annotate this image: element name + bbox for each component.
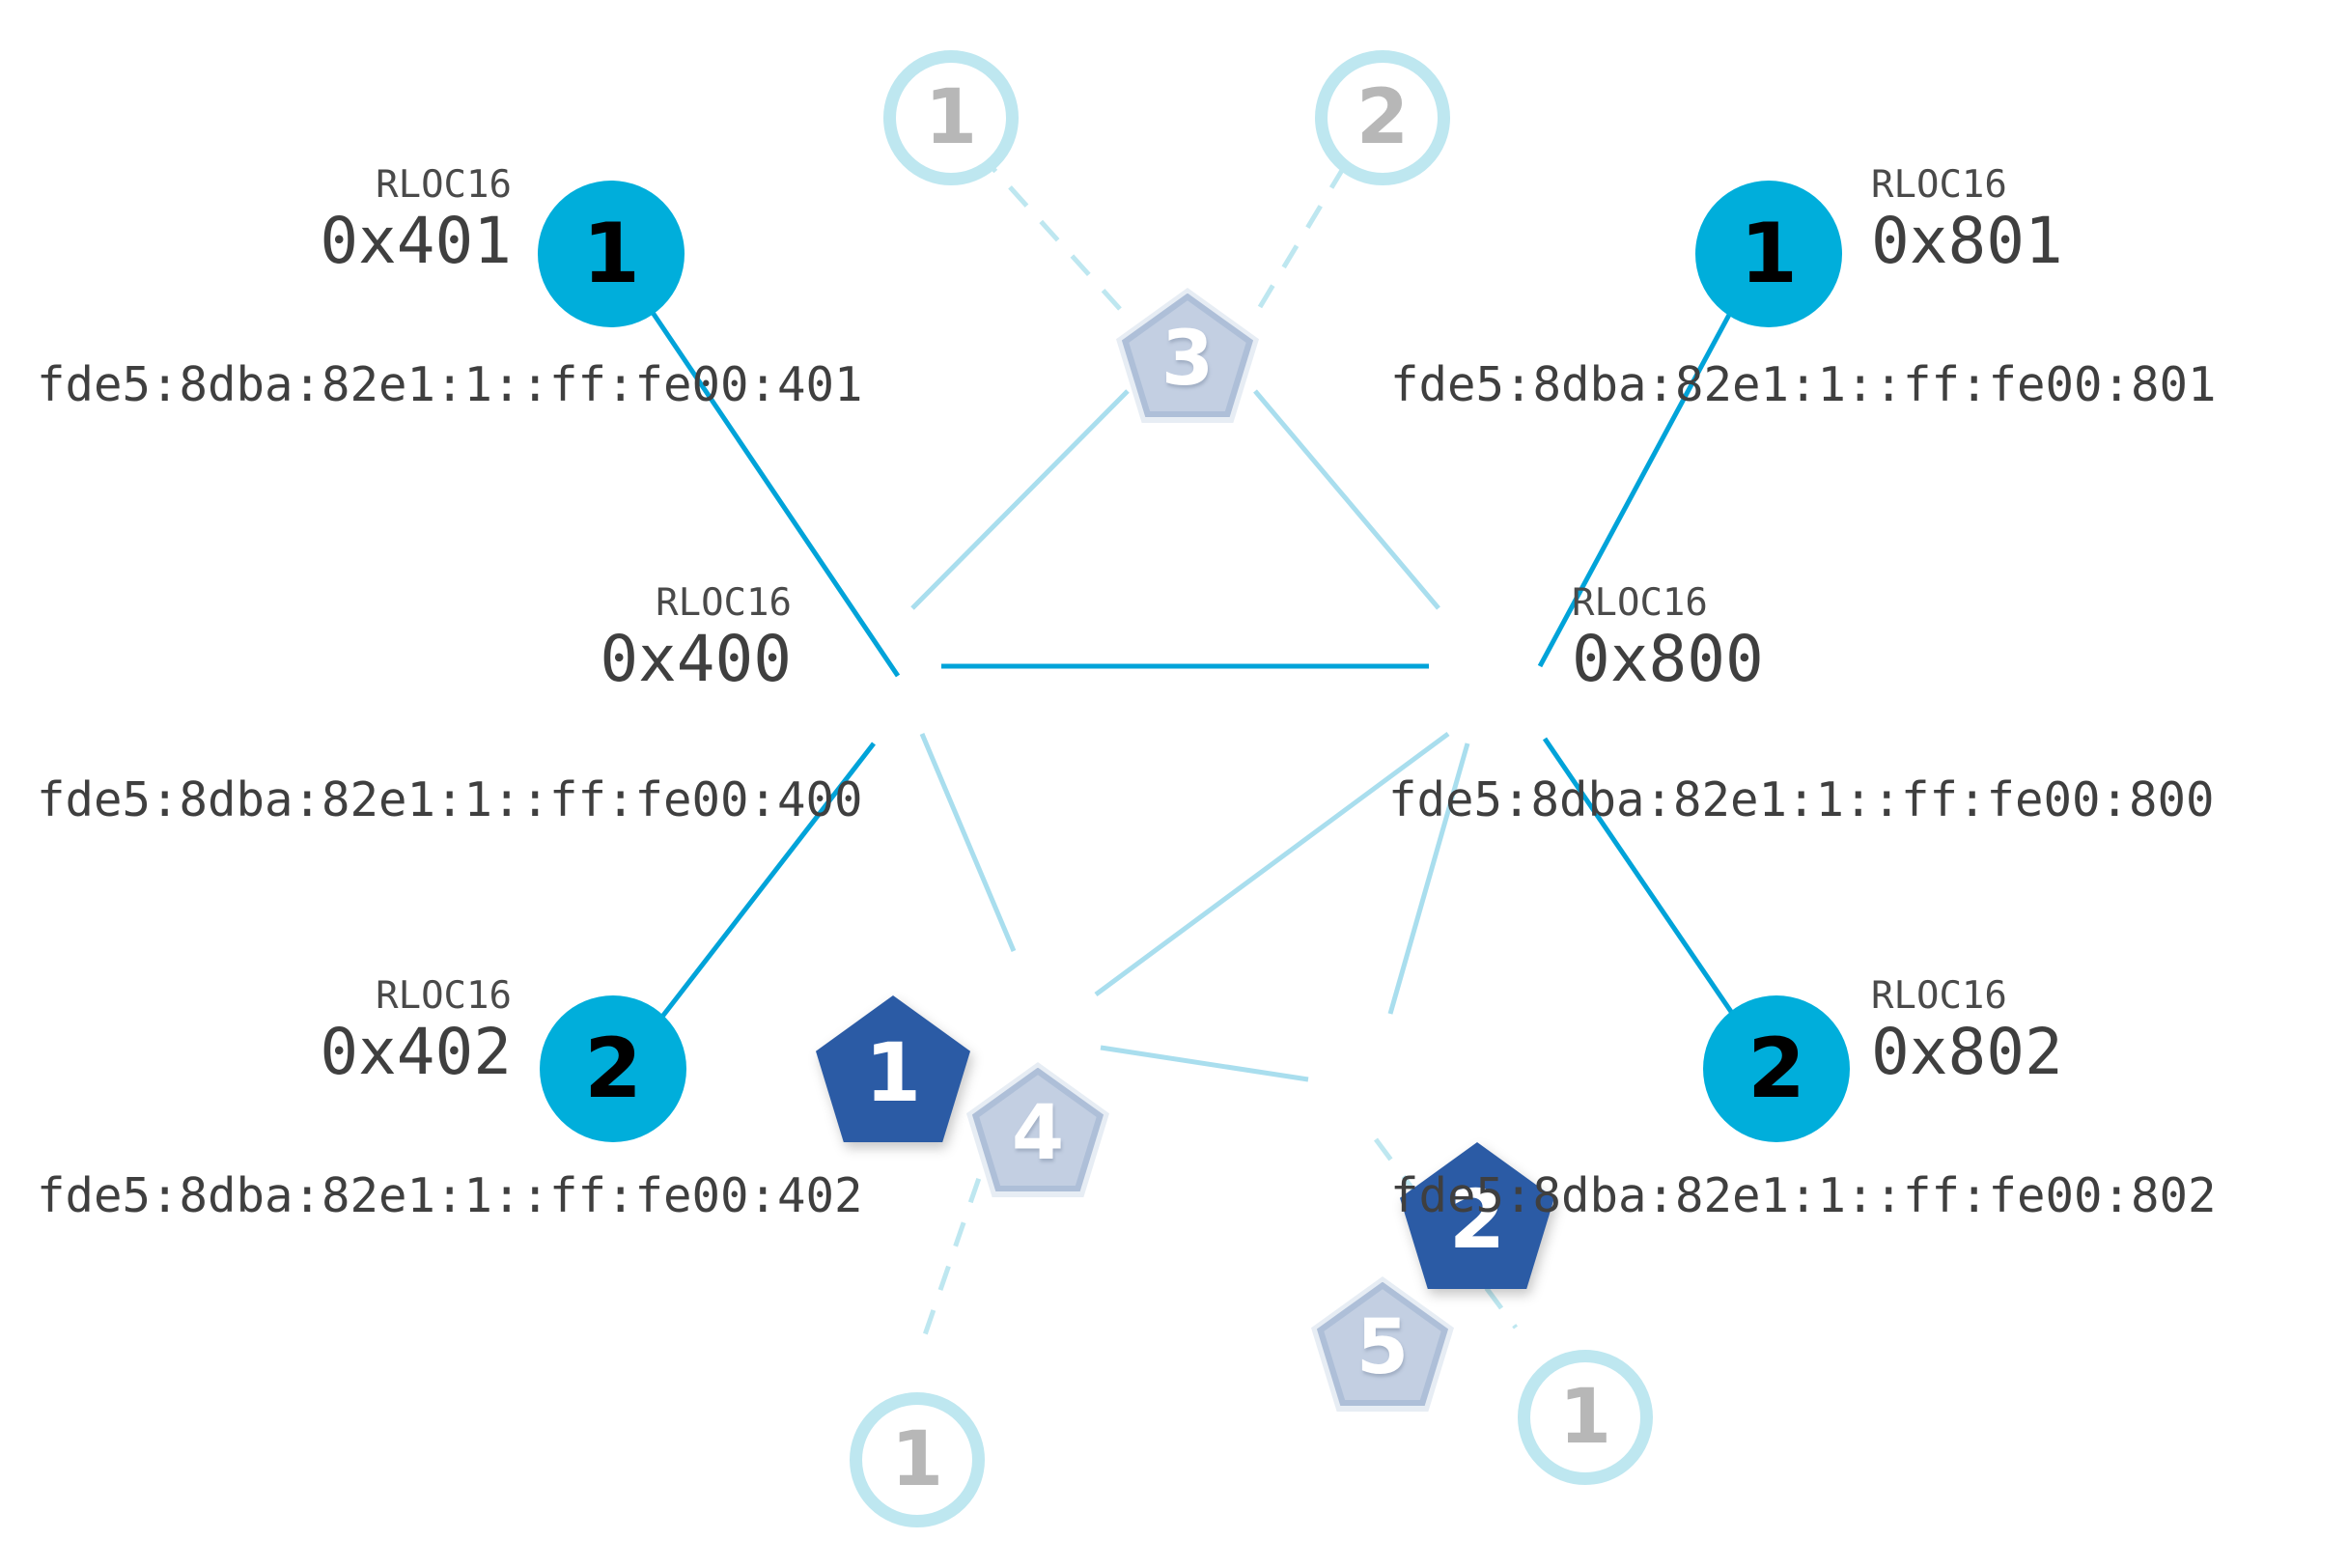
- link-router400-pent4: [919, 733, 1017, 952]
- label-child-0x801: RLOC16 0x801: [1871, 163, 2161, 278]
- link-router400-child402: [640, 742, 876, 1045]
- label-child-0x402: RLOC16 0x402: [256, 974, 512, 1089]
- other-router-number: 5: [1356, 1304, 1410, 1391]
- other-router-pentagon-4[interactable]: 4: [966, 1062, 1109, 1197]
- other-router-pentagon-5[interactable]: 5: [1311, 1276, 1454, 1412]
- ghost-child-number: 1: [890, 1416, 944, 1503]
- link-router400-child401: [634, 288, 901, 678]
- router-node-0x800[interactable]: 2: [1400, 1142, 1554, 1289]
- child-number: 2: [1747, 1021, 1805, 1117]
- label-child-0x802: RLOC16 0x802: [1871, 974, 2161, 1089]
- link-pent4-pent5: [1100, 1045, 1309, 1082]
- link-router800-pent5: [1387, 742, 1470, 1015]
- rloc16-key: RLOC16: [1871, 974, 2007, 1018]
- other-router-number: 4: [1011, 1090, 1065, 1177]
- link-pent3-ghost-top-right: [1257, 160, 1350, 309]
- child-number: 1: [582, 206, 640, 302]
- ghost-child-top-right[interactable]: 2: [1315, 50, 1450, 185]
- rloc16-value: 0x401: [320, 203, 512, 278]
- label-router-0x800: RLOC16 0x800: [1572, 581, 1861, 696]
- child-node-0x802[interactable]: 2: [1703, 995, 1850, 1142]
- link-pent3-ghost-top-left: [983, 157, 1122, 311]
- child-node-0x801[interactable]: 1: [1695, 181, 1842, 327]
- label-child-0x401: RLOC16 0x401: [256, 163, 512, 278]
- router-number: 1: [864, 1025, 922, 1120]
- other-router-pentagon-3[interactable]: 3: [1116, 288, 1259, 423]
- rloc16-value: 0x402: [320, 1014, 512, 1089]
- rloc16-key: RLOC16: [376, 163, 512, 207]
- rloc16-value: 0x800: [1572, 621, 1764, 696]
- rloc16-key: RLOC16: [376, 974, 512, 1018]
- address-child-0x402: fde5:8dba:82e1:1::ff:fe00:402: [37, 1168, 863, 1223]
- ghost-child-number: 1: [1558, 1374, 1612, 1461]
- address-child-0x801: fde5:8dba:82e1:1::ff:fe00:801: [1390, 357, 2217, 412]
- link-router800-pent3: [1253, 389, 1440, 610]
- rloc16-value: 0x400: [600, 621, 792, 696]
- link-router800-child802: [1542, 737, 1755, 1045]
- address-child-0x802: fde5:8dba:82e1:1::ff:fe00:802: [1390, 1168, 2217, 1223]
- link-router400-pent3: [910, 389, 1130, 610]
- ghost-child-top-left[interactable]: 1: [883, 50, 1019, 185]
- router-number: 2: [1448, 1172, 1506, 1267]
- ghost-child-bottom-right[interactable]: 1: [1518, 1350, 1653, 1485]
- link-router800-pent4: [1094, 731, 1450, 997]
- router-node-0x400[interactable]: 1: [816, 995, 970, 1142]
- label-router-0x400: RLOC16 0x400: [536, 581, 792, 696]
- address-router-0x800: fde5:8dba:82e1:1::ff:fe00:800: [1388, 772, 2215, 827]
- child-node-0x402[interactable]: 2: [540, 995, 686, 1142]
- rloc16-key: RLOC16: [1572, 581, 1708, 625]
- rloc16-value: 0x801: [1871, 203, 2063, 278]
- child-node-0x401[interactable]: 1: [538, 181, 685, 327]
- ghost-child-number: 1: [924, 74, 978, 161]
- rloc16-key: RLOC16: [656, 581, 792, 625]
- address-router-0x400: fde5:8dba:82e1:1::ff:fe00:400: [37, 772, 863, 827]
- child-number: 2: [584, 1021, 642, 1117]
- ghost-child-bottom-left[interactable]: 1: [850, 1392, 985, 1527]
- link-router800-child801: [1537, 288, 1746, 668]
- address-child-0x401: fde5:8dba:82e1:1::ff:fe00:401: [37, 357, 863, 412]
- rloc16-value: 0x802: [1871, 1014, 2063, 1089]
- child-number: 1: [1740, 206, 1798, 302]
- ghost-child-number: 2: [1356, 74, 1410, 161]
- other-router-number: 3: [1160, 316, 1215, 403]
- rloc16-key: RLOC16: [1871, 163, 2007, 207]
